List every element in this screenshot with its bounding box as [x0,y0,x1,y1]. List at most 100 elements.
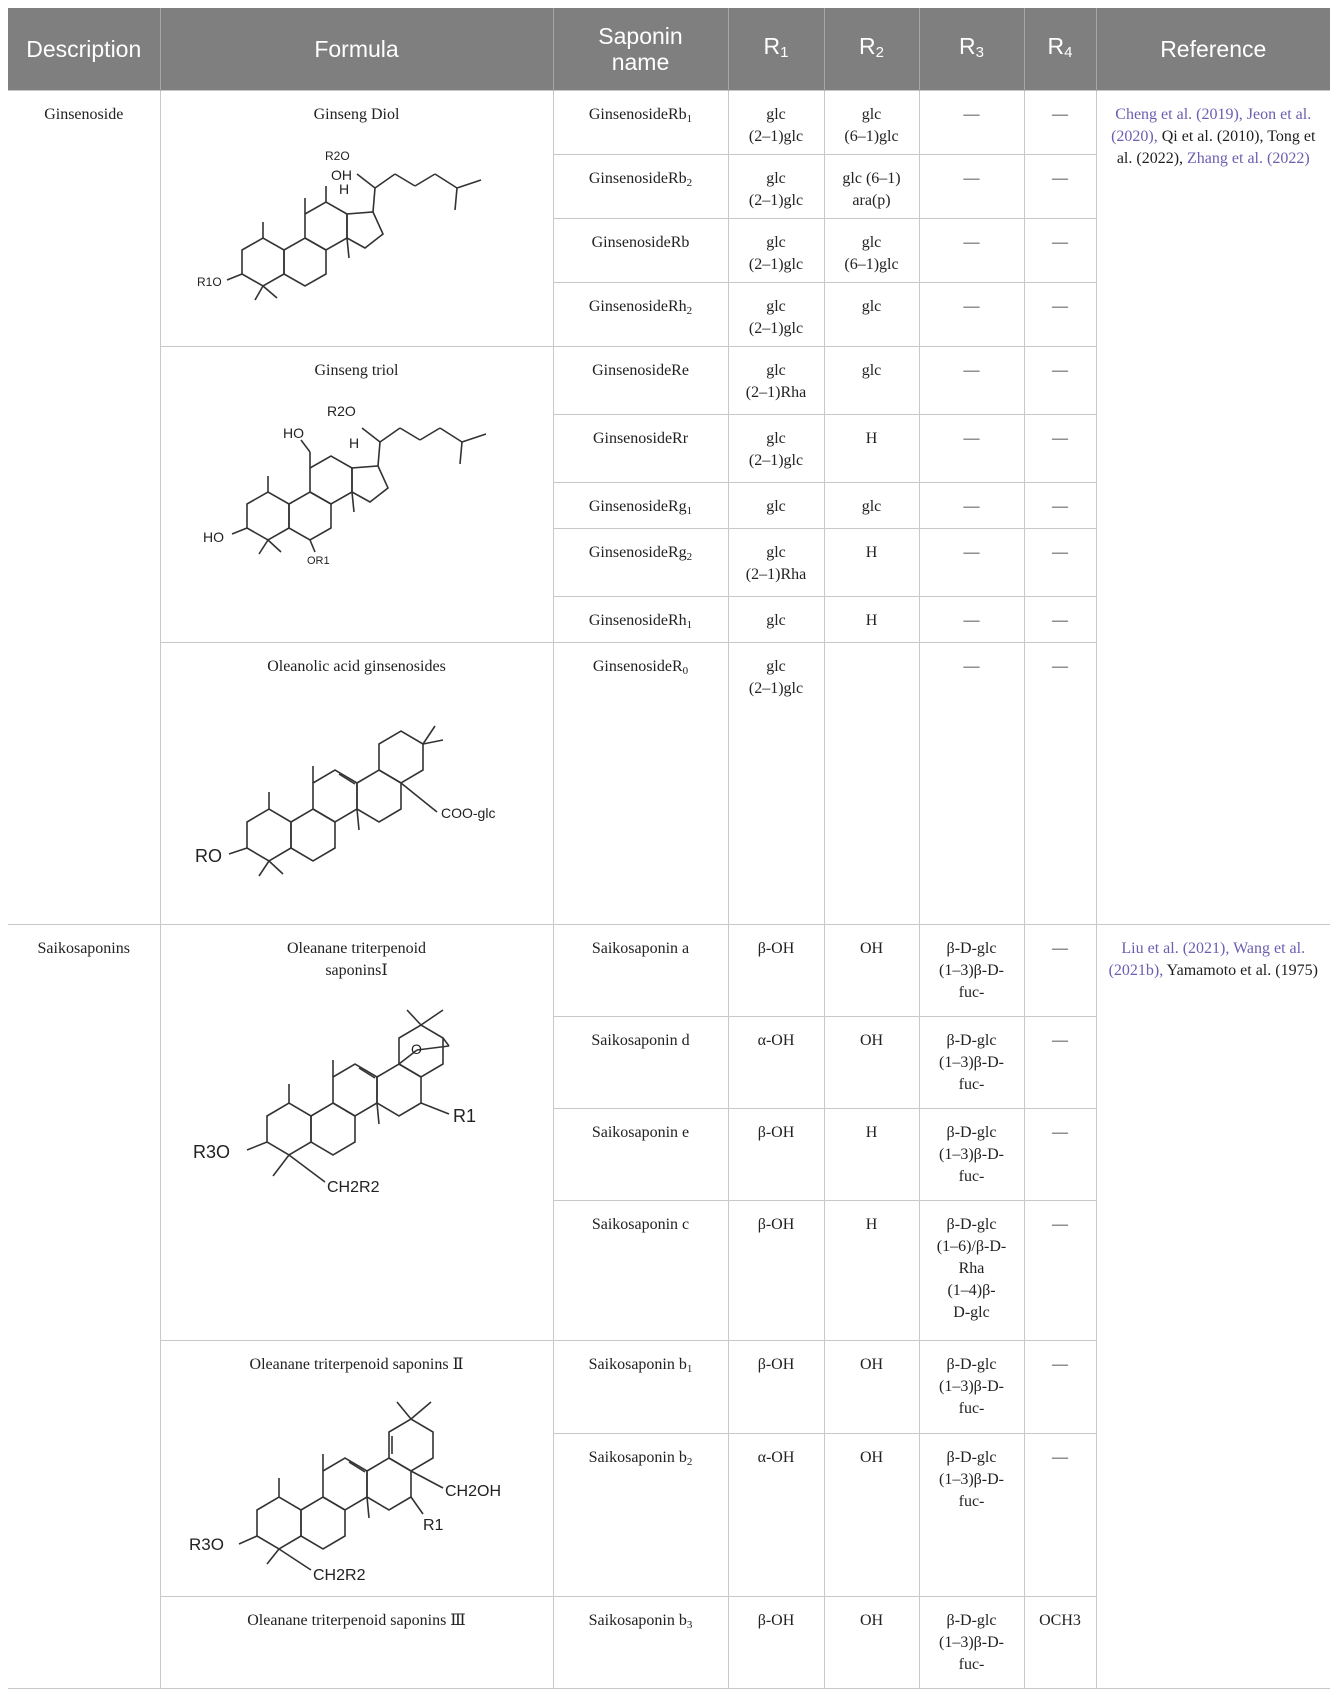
formula-title: Oleanane triterpenoid saponins Ⅲ [247,1612,466,1629]
formula-oleanane-two: Oleanane triterpenoid saponins Ⅱ [159,1340,554,1597]
r4-value: — [1023,642,1097,925]
r1-value: glc (2–1)glc [727,154,825,219]
saponin-name: GinsenosideRb1 [552,90,729,155]
r4-value: OCH3 [1023,1596,1097,1689]
reference-link[interactable]: Cheng et al. (2019), Jeon et al. (2020), [1111,106,1312,145]
table-row: GinsenosideRg1 glc glc — — [8,482,1330,529]
r2-value: glc [823,282,920,347]
r3-value: β-D-glc (1–3)β-D- fuc- [918,1108,1025,1201]
oleanane-two-r1-label: R1 [423,1517,444,1534]
r4-value: — [1023,414,1097,483]
saponin-name: Saikosaponin c [552,1200,729,1341]
reference-ginsenoside: Cheng et al. (2019), Jeon et al. (2020),… [1095,90,1330,925]
r4-value: — [1023,1200,1097,1341]
table-row: GinsenosideRg2 glc (2–1)Rha H — — [8,528,1330,597]
r3-value: β-D-glc (1–3)β-D- fuc- [918,924,1025,1017]
formula-title: Ginseng triol [314,362,399,379]
table-row: Ginseng triol [8,346,1330,643]
saponin-name: GinsenosideR0 [552,642,729,925]
r2-value: H [823,1200,920,1341]
oleanolic-acid-structure: COO-glc RO [195,725,495,877]
r2-value: H [823,1108,920,1201]
r3-value: β-D-glc (1–3)β-D- fuc- [918,1339,1025,1435]
triol-r2o-label: R2O [327,403,356,419]
diol-oh-label: OH [331,167,352,183]
r2-value: glc (6–1)glc [823,218,920,283]
r2-value: OH [823,1433,920,1597]
r3-value: β-D-glc (1–3)β-D- fuc- [918,1016,1025,1109]
r4-value: — [1023,482,1097,529]
header-r3: R3 [919,8,1025,91]
r2-value: H [823,414,920,483]
table-row: Saikosaponin d α-OH OH β-D-glc (1–3)β-D-… [8,1016,1330,1109]
oleanane-two-structure: CH2OH R1 R3O CH2R2 [189,1401,501,1584]
saponin-name: Saikosaponin b2 [552,1433,729,1597]
diol-r2o-label: R2O [325,149,350,163]
header-r2: R2 [824,8,920,91]
table-row: Oleanolic acid ginsenosides [8,642,1330,925]
saponin-name: GinsenosideRh2 [552,282,729,347]
r3-value: — [918,528,1025,597]
r2-value: H [823,596,920,643]
r1-value: β-OH [727,924,825,1017]
r3-value: — [918,482,1025,529]
r1-value: glc (2–1)glc [727,218,825,283]
oleanane-one-r3o-label: R3O [193,1142,230,1162]
oleanolic-ro-label: RO [195,846,222,866]
saponin-name: GinsenosideRe [552,346,729,415]
oleanolic-coo-label: COO-glc [441,805,495,821]
r4-value: — [1023,924,1097,1017]
saponin-name: Saikosaponin a [552,924,729,1017]
ginseng-diol-structure: OH H R2O R1O [197,149,481,301]
r4-value: — [1023,90,1097,155]
reference-link[interactable]: Liu et al. (2021), Wang et al. (2021b), [1108,940,1306,979]
reference-link[interactable]: Zhang et al. (2022) [1187,150,1310,167]
saponin-name: GinsenosideRr [552,414,729,483]
header-description: Description [8,8,161,91]
header-formula: Formula [160,8,554,91]
table-row: GinsenosideRr glc (2–1)glc H — — [8,414,1330,483]
r3-value: — [918,596,1025,643]
formula-ginseng-triol: Ginseng triol [159,346,554,643]
oleanane-two-ch2oh-label: CH2OH [445,1483,501,1500]
saponin-name: GinsenosideRh1 [552,596,729,643]
r1-value: β-OH [727,1339,825,1435]
formula-title: Oleanane triterpenoid saponinsⅠ [286,940,427,979]
formula-title: Ginseng Diol [313,106,400,123]
r1-value: β-OH [727,1108,825,1201]
saponin-name: Saikosaponin e [552,1108,729,1201]
formula-oleanane-one: Oleanane triterpenoid saponinsⅠ [159,924,554,1341]
header-row: Description Formula Saponin name R1 R2 R… [8,8,1330,91]
table-row: Saikosaponin e β-OH H β-D-glc (1–3)β-D- … [8,1108,1330,1201]
header-saponin-name: Saponin name [553,8,729,91]
saponin-name: Saikosaponin b3 [552,1596,729,1689]
r2-value: OH [823,1016,920,1109]
saponin-name: GinsenosideRg2 [552,528,729,597]
saponin-table: Description Formula Saponin name R1 R2 R… [8,8,1330,1689]
r1-value: glc (2–1)Rha [727,528,825,597]
r3-value: β-D-glc (1–6)/β-D- Rha (1–4)β- D-glc [918,1200,1025,1341]
oleanane-two-ch2r2-label: CH2R2 [313,1567,366,1584]
ginseng-triol-structure: R2O HO H HO OR1 [203,403,486,566]
saponin-name: GinsenosideRg1 [552,482,729,529]
r2-value: glc [823,346,920,415]
r4-value: — [1023,1433,1097,1597]
r2-value: OH [823,1596,920,1689]
table-row: Saikosaponin c β-OH H β-D-glc (1–6)/β-D-… [8,1200,1330,1341]
oleanane-one-structure: O R1 R3O CH2R2 [193,1009,476,1196]
description-ginsenoside: Ginsenoside [8,90,161,925]
r1-value: glc (2–1)Rha [727,346,825,415]
r4-value: — [1023,1339,1097,1435]
r3-value: β-D-glc (1–3)β-D- fuc- [918,1596,1025,1689]
table-row: Oleanane triterpenoid saponins Ⅲ Saikosa… [8,1596,1330,1689]
r1-value: β-OH [727,1596,825,1689]
triol-h-label: H [349,435,359,451]
r1-value: β-OH [727,1200,825,1341]
description-saikosaponins: Saikosaponins [8,924,161,1689]
table-row: Saikosaponins Oleanane triterpenoid sapo… [8,924,1330,1689]
table-row: Oleanane triterpenoid saponins Ⅱ [8,1339,1330,1597]
r4-value: — [1023,154,1097,219]
r2-value: glc [823,482,920,529]
saponin-name: Saikosaponin b1 [552,1339,729,1435]
formula-oleanolic-acid: Oleanolic acid ginsenosides [159,642,554,925]
